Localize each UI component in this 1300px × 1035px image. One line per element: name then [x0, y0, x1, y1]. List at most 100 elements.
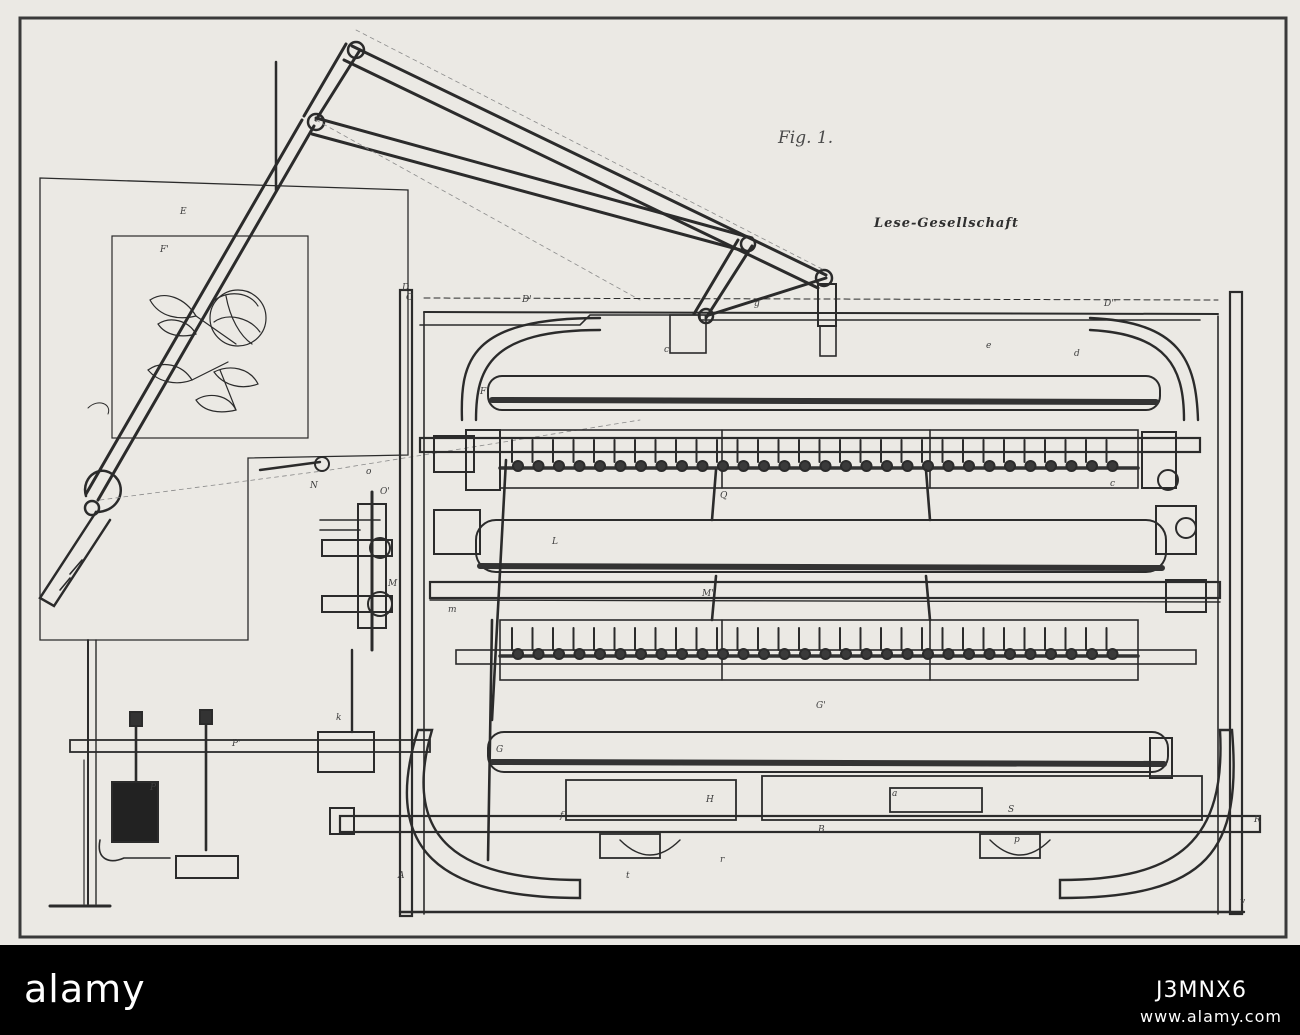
part-letter: P' [231, 739, 241, 749]
needle-eye [1065, 460, 1078, 472]
lettering-caption: Lese-Gesellschaft [874, 216, 1019, 231]
needle-eye [901, 648, 914, 660]
part-letter: S [1008, 805, 1014, 815]
part-letter: d [1074, 349, 1080, 359]
needle-eye [717, 648, 729, 660]
needle-row-upper [511, 439, 1119, 472]
needle-eye [860, 648, 873, 660]
guide-bars [405, 316, 1235, 900]
part-letter: g [754, 299, 760, 309]
shafts [69, 436, 1262, 834]
needle-row-lower [511, 627, 1119, 660]
needle-eye [676, 460, 688, 472]
needle-eye [532, 648, 545, 660]
needle-eye [1045, 648, 1057, 660]
needle-eye [614, 648, 627, 660]
needle-eye [1004, 648, 1016, 660]
watermark-bar: alamy [0, 945, 1300, 1035]
needle-eye [512, 648, 524, 660]
treadle [48, 639, 239, 908]
needle-eye [512, 460, 524, 472]
needle-eye [963, 460, 975, 472]
needle-eye [1004, 460, 1016, 472]
needle-eye [758, 648, 770, 660]
needle-eye [819, 460, 832, 472]
part-letter: t [626, 871, 630, 881]
part-letter: F' [159, 245, 169, 255]
needle-eye [778, 460, 791, 472]
part-letter: L [551, 537, 558, 547]
needle-eye [983, 460, 996, 472]
needle-eye [942, 648, 955, 660]
part-letter: c' [664, 345, 672, 355]
needle-eye [922, 648, 934, 660]
needle-eye [635, 460, 647, 472]
part-letter: a [892, 789, 897, 799]
watermark-url: www.alamy.com [1140, 1007, 1282, 1026]
needle-eye [799, 648, 811, 660]
needle-eye [901, 460, 914, 472]
needle-eye [922, 460, 934, 472]
brackets [486, 458, 932, 862]
figure-label: Fig. 1. [778, 128, 834, 148]
needle-eye [1106, 648, 1119, 660]
needle-eye [655, 460, 668, 472]
part-letter: c [1110, 479, 1115, 489]
needle-eye [1106, 460, 1119, 472]
part-letter: P [149, 783, 157, 793]
part-letter: H [705, 795, 714, 805]
needle-eye [1024, 460, 1037, 472]
watermark-image-id: J3MNX6 [1156, 978, 1247, 1003]
watermark-logo: alamy [24, 967, 146, 1011]
needle-eye [860, 460, 873, 472]
needle-eye [594, 460, 606, 472]
needle-eye [942, 460, 955, 472]
needle-eye [840, 460, 852, 472]
machine-frame [398, 288, 1246, 918]
part-letter: A [397, 871, 405, 881]
needle-eye [573, 648, 586, 660]
part-letter: M' [701, 589, 714, 599]
part-letter: r [720, 855, 725, 865]
needle-eye [717, 460, 729, 472]
needle-eye [696, 648, 709, 660]
needle-eye [737, 648, 750, 660]
needle-eye [963, 648, 975, 660]
needle-eye [799, 460, 811, 472]
needle-eye [819, 648, 832, 660]
part-letter: G [496, 745, 503, 755]
part-letter: v [1240, 897, 1245, 907]
needle-eye [1086, 648, 1098, 660]
needle-eye [983, 648, 996, 660]
needle-eye [655, 648, 668, 660]
part-letter: C [406, 293, 413, 303]
needle-eye [696, 460, 709, 472]
needle-eye [1065, 648, 1078, 660]
needle-eye [881, 460, 893, 472]
needle-eye [778, 648, 791, 660]
part-letter: Q [720, 491, 728, 501]
part-letter: m [448, 605, 457, 615]
part-letter: N [309, 481, 319, 491]
part-letter: E [179, 207, 187, 217]
part-letter: D'' [1103, 299, 1116, 309]
needle-eye [573, 460, 586, 472]
part-letter: O' [380, 487, 390, 497]
part-letter: e [986, 341, 991, 351]
gear-trains [258, 429, 1207, 835]
part-letter: k [336, 713, 341, 723]
pantograph-arm [38, 40, 837, 608]
needle-eye [614, 460, 627, 472]
needle-eye [758, 460, 770, 472]
plate-border [18, 16, 1288, 939]
needle-eye [881, 648, 893, 660]
part-letter: B [817, 825, 825, 835]
needle-eye [676, 648, 688, 660]
part-letter: p [1014, 835, 1020, 845]
construction-lines [99, 29, 825, 501]
part-letter: F [479, 387, 487, 397]
pattern-panel [39, 177, 409, 641]
part-letter: G' [816, 701, 826, 711]
needle-eye [553, 648, 565, 660]
